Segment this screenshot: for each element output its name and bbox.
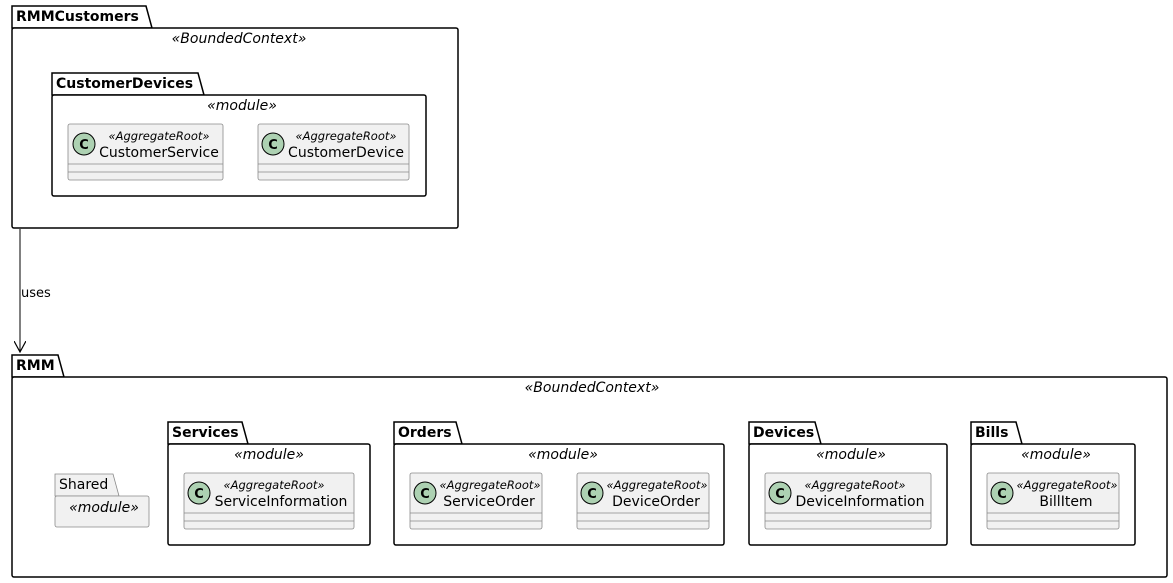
class-icon	[261, 132, 285, 156]
class-service-order[interactable]: C «AggregateRoot» ServiceOrder	[409, 472, 543, 530]
class-box	[764, 472, 932, 530]
package-name: RMM	[16, 358, 55, 374]
class-icon-letter: C	[420, 487, 430, 502]
package-stereotype: «module»	[234, 447, 304, 463]
package-name: RMMCustomers	[16, 9, 139, 25]
class-icon	[72, 132, 96, 156]
package-name: Services	[172, 425, 239, 441]
package-stereotype: «BoundedContext»	[525, 380, 660, 396]
class-icon-letter: C	[587, 487, 597, 502]
class-stereotype: «AggregateRoot»	[296, 129, 397, 143]
package-name: Orders	[398, 425, 452, 441]
edge-label: uses	[21, 286, 51, 301]
class-box	[257, 123, 410, 181]
package-stereotype: «module»	[816, 447, 886, 463]
class-customer-service[interactable]: C «AggregateRoot» CustomerService	[67, 123, 224, 181]
edge-uses[interactable]: uses	[20, 229, 51, 352]
class-name: ServiceOrder	[443, 494, 535, 510]
class-icon-letter: C	[268, 138, 278, 153]
class-box	[576, 472, 710, 530]
class-name: ServiceInformation	[215, 494, 348, 510]
class-name: BillItem	[1039, 494, 1092, 510]
package-stereotype: «BoundedContext»	[172, 31, 307, 47]
class-icon	[187, 481, 211, 505]
package-name: Bills	[975, 425, 1008, 441]
class-box	[986, 472, 1120, 530]
class-icon	[990, 481, 1014, 505]
package-stereotype: «module»	[528, 447, 598, 463]
class-customer-device[interactable]: C «AggregateRoot» CustomerDevice	[257, 123, 410, 181]
class-name: CustomerService	[99, 145, 219, 161]
package-name: CustomerDevices	[56, 76, 193, 92]
class-box	[183, 472, 355, 530]
package-shared[interactable]: Shared «module»	[54, 473, 150, 528]
class-service-information[interactable]: C «AggregateRoot» ServiceInformation	[183, 472, 355, 530]
class-device-order[interactable]: C «AggregateRoot» DeviceOrder	[576, 472, 710, 530]
class-icon	[768, 481, 792, 505]
class-stereotype: «AggregateRoot»	[224, 478, 325, 492]
package-name: Devices	[753, 425, 814, 441]
class-bill-item[interactable]: C «AggregateRoot» BillItem	[986, 472, 1120, 530]
class-stereotype: «AggregateRoot»	[805, 478, 906, 492]
class-device-information[interactable]: C «AggregateRoot» DeviceInformation	[764, 472, 932, 530]
class-icon-letter: C	[194, 487, 204, 502]
class-icon-letter: C	[775, 487, 785, 502]
class-icon	[580, 481, 604, 505]
class-stereotype: «AggregateRoot»	[1017, 478, 1118, 492]
class-icon-letter: C	[997, 487, 1007, 502]
package-body	[54, 495, 150, 528]
class-name: DeviceOrder	[612, 494, 700, 510]
class-name: DeviceInformation	[796, 494, 925, 510]
package-stereotype: «module»	[207, 98, 277, 114]
package-name: Shared	[59, 477, 108, 493]
class-stereotype: «AggregateRoot»	[440, 478, 541, 492]
class-name: CustomerDevice	[288, 145, 404, 161]
class-stereotype: «AggregateRoot»	[109, 129, 210, 143]
class-box	[67, 123, 224, 181]
class-icon	[413, 481, 437, 505]
class-icon-letter: C	[79, 138, 89, 153]
class-box	[409, 472, 543, 530]
class-stereotype: «AggregateRoot»	[607, 478, 708, 492]
package-stereotype: «module»	[69, 500, 139, 516]
package-stereotype: «module»	[1021, 447, 1091, 463]
